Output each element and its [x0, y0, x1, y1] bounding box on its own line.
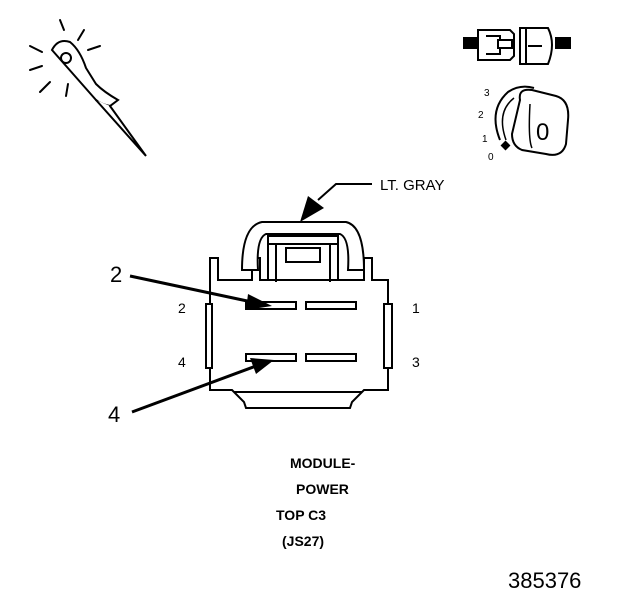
cavity-3: [305, 353, 357, 362]
ignition-position-2: 2: [478, 110, 484, 121]
pin-label-2: 2: [178, 300, 186, 316]
ignition-position-1: 1: [482, 134, 488, 145]
pin-label-1: 1: [412, 300, 420, 316]
back-probe-icon: [29, 19, 147, 157]
connector-title-line-2: POWER: [296, 481, 349, 497]
cavity-1: [305, 301, 357, 310]
connector-color-label: LT. GRAY: [380, 177, 444, 194]
connector-title-line-1: MODULE-: [290, 455, 356, 471]
connector-pair-icon: [463, 27, 571, 65]
connector-face: [205, 221, 393, 409]
callout-arrow-4: [131, 358, 274, 414]
ignition-key-icon: [494, 85, 570, 156]
callout-label-2: 2: [110, 262, 122, 287]
ignition-position-0: 0: [488, 152, 494, 163]
pin-label-3: 3: [412, 354, 420, 370]
color-pointer: [300, 183, 372, 222]
pin-label-4: 4: [178, 354, 186, 370]
callout-label-4: 4: [108, 402, 120, 427]
callout-arrow-2: [129, 274, 272, 310]
ignition-key-label: 0: [536, 119, 549, 146]
connector-title-line-3: TOP C3: [276, 507, 326, 523]
ignition-position-3: 3: [484, 88, 490, 99]
figure-number: 385376: [508, 568, 581, 593]
connector-title-line-4: (JS27): [282, 533, 324, 549]
